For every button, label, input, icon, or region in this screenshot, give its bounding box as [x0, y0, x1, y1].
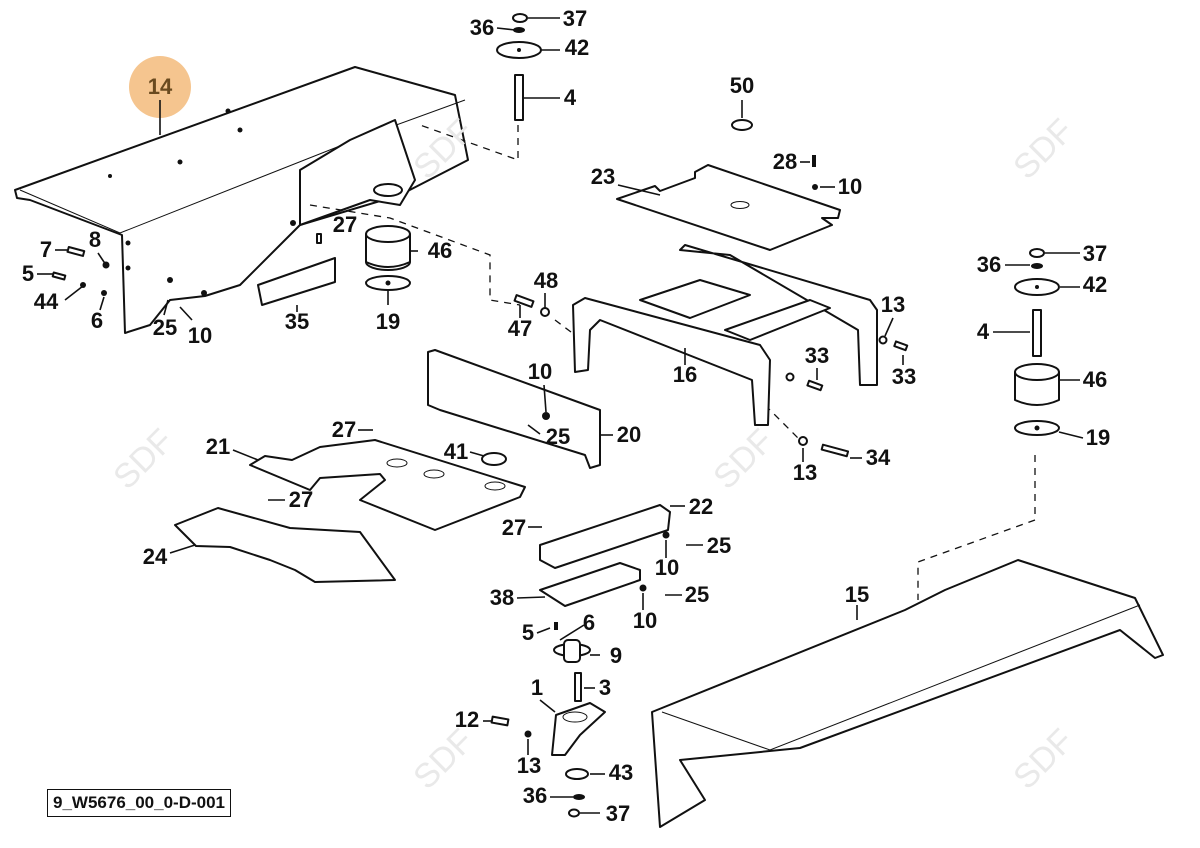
part-4-stud-right[interactable]	[1032, 309, 1042, 357]
callout-33[interactable]: 33	[804, 343, 830, 368]
part-42-plate[interactable]	[496, 41, 542, 59]
callout-37[interactable]: 37	[605, 801, 631, 826]
callout-42[interactable]: 42	[564, 35, 590, 60]
part-3-stud[interactable]	[574, 672, 582, 702]
callout-8[interactable]: 8	[88, 227, 102, 252]
callout-19[interactable]: 19	[1085, 425, 1111, 450]
part-22-bracket[interactable]	[539, 504, 671, 569]
callout-13[interactable]: 13	[880, 292, 906, 317]
part-19-washer-left[interactable]	[365, 275, 411, 291]
part-15-cover[interactable]	[651, 559, 1164, 828]
part-35-bracket[interactable]	[257, 257, 336, 306]
part-20-rail[interactable]	[427, 349, 601, 469]
callout-10[interactable]: 10	[527, 359, 553, 384]
callout-19[interactable]: 19	[375, 309, 401, 334]
callout-36[interactable]: 36	[522, 783, 548, 808]
callout-14[interactable]: 14	[147, 74, 173, 99]
part-23-plate[interactable]	[616, 164, 841, 251]
part-14-cover[interactable]	[14, 66, 469, 334]
part-36-washer[interactable]	[513, 27, 525, 33]
callout-43[interactable]: 43	[608, 760, 634, 785]
part-50-grommet[interactable]	[731, 119, 753, 131]
callout-37[interactable]: 37	[562, 6, 588, 31]
callout-42[interactable]: 42	[1082, 272, 1108, 297]
callout-25[interactable]: 25	[706, 533, 732, 558]
callout-37[interactable]: 37	[1082, 241, 1108, 266]
part-16-frame[interactable]	[572, 244, 878, 426]
callout-21[interactable]: 21	[205, 434, 231, 459]
callout-15[interactable]: 15	[844, 582, 870, 607]
part-19-washer-right[interactable]	[1014, 420, 1060, 436]
callout-16[interactable]: 16	[672, 362, 698, 387]
drawing-code-label: 9_W5676_00_0-D-001	[47, 789, 232, 817]
callout-25[interactable]: 25	[545, 424, 571, 449]
callout-27[interactable]: 27	[332, 212, 358, 237]
callout-48[interactable]: 48	[533, 268, 559, 293]
callout-35[interactable]: 35	[284, 309, 310, 334]
callout-12[interactable]: 12	[454, 707, 480, 732]
part-37-nut[interactable]	[512, 13, 528, 23]
callout-25[interactable]: 25	[152, 315, 178, 340]
callout-10[interactable]: 10	[837, 174, 863, 199]
part-38-bracket[interactable]	[539, 562, 641, 607]
callout-27[interactable]: 27	[331, 417, 357, 442]
part-42-plate-right[interactable]	[1014, 278, 1060, 296]
callout-23[interactable]: 23	[590, 164, 616, 189]
callout-10[interactable]: 10	[654, 555, 680, 580]
callout-38[interactable]: 38	[489, 585, 515, 610]
callout-9[interactable]: 9	[609, 643, 623, 668]
part-21-plate[interactable]	[249, 439, 526, 531]
callout-47[interactable]: 47	[507, 316, 533, 341]
callout-4[interactable]: 4	[976, 319, 990, 344]
part-1-bracket[interactable]	[551, 702, 606, 756]
callout-46[interactable]: 46	[427, 238, 453, 263]
callout-10[interactable]: 10	[187, 323, 213, 348]
callout-50[interactable]: 50	[729, 73, 755, 98]
callout-33[interactable]: 33	[891, 364, 917, 389]
callout-5[interactable]: 5	[521, 620, 535, 645]
part-43-washer[interactable]	[565, 768, 589, 780]
callout-22[interactable]: 22	[688, 494, 714, 519]
part-24-plate[interactable]	[174, 507, 396, 583]
callout-10[interactable]: 10	[632, 608, 658, 633]
part-46-mount-right[interactable]	[1014, 363, 1060, 406]
callout-44[interactable]: 44	[33, 289, 59, 314]
callout-13[interactable]: 13	[516, 753, 542, 778]
callout-36[interactable]: 36	[469, 15, 495, 40]
callout-7[interactable]: 7	[39, 237, 53, 262]
callout-6[interactable]: 6	[90, 308, 104, 333]
callout-46[interactable]: 46	[1082, 367, 1108, 392]
part-37-nut-right[interactable]	[1029, 248, 1045, 258]
part-48-nut[interactable]	[540, 307, 550, 317]
callout-27[interactable]: 27	[501, 515, 527, 540]
part-47-pin[interactable]	[513, 294, 535, 308]
callout-6[interactable]: 6	[582, 610, 596, 635]
callout-34[interactable]: 34	[865, 445, 891, 470]
part-4-stud[interactable]	[514, 74, 524, 121]
part-28-screw[interactable]	[812, 155, 816, 167]
callout-4[interactable]: 4	[563, 85, 577, 110]
callout-24[interactable]: 24	[142, 544, 168, 569]
callout-13[interactable]: 13	[792, 460, 818, 485]
callout-25[interactable]: 25	[684, 582, 710, 607]
callout-36[interactable]: 36	[976, 252, 1002, 277]
callout-27[interactable]: 27	[288, 487, 314, 512]
callout-28[interactable]: 28	[772, 149, 798, 174]
callout-1[interactable]: 1	[530, 675, 544, 700]
callout-3[interactable]: 3	[598, 675, 612, 700]
callout-41[interactable]: 41	[443, 439, 469, 464]
part-41-grommet[interactable]	[481, 452, 507, 466]
callout-5[interactable]: 5	[21, 261, 35, 286]
callout-20[interactable]: 20	[616, 422, 642, 447]
part-46-mount-left[interactable]	[365, 225, 411, 271]
part-9-mount[interactable]	[553, 639, 591, 663]
